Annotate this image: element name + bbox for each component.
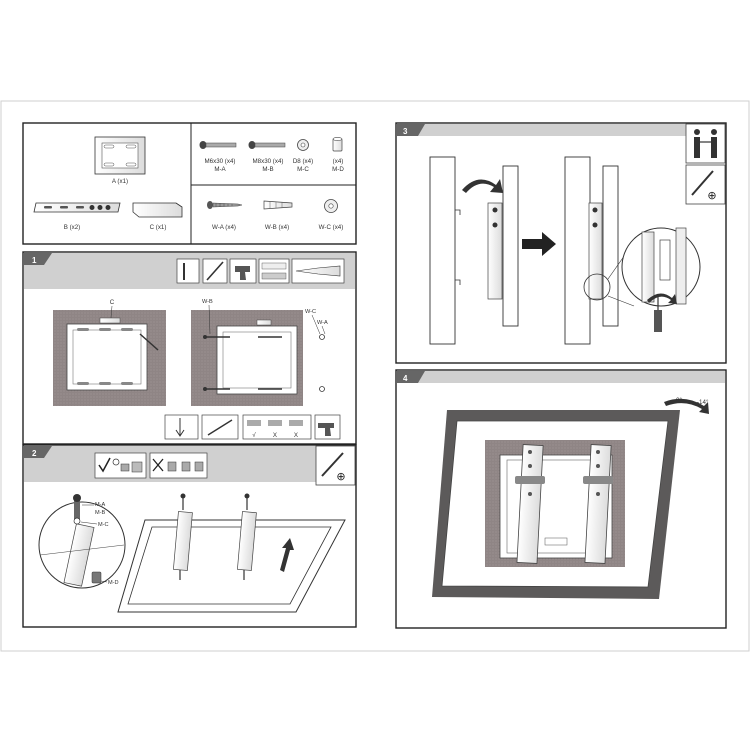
step-1-wall-marking (53, 310, 166, 406)
step-3-badge (397, 124, 425, 136)
up-arrow-icon (280, 538, 294, 572)
step-1-tip-icons: √ X X (164, 414, 341, 440)
lag-bolt-w-a (207, 201, 243, 209)
step-3-before-hang (429, 156, 519, 345)
drill-icon (318, 423, 334, 436)
step-1-tool-icons (176, 258, 345, 284)
step-2-label-mc: M-C (98, 522, 109, 528)
step-2-label-mb: M-B (95, 510, 106, 516)
document-border (0, 100, 750, 652)
step-1-label-c: C (110, 299, 115, 306)
washer-m-c-size: D8 (x4) (293, 158, 313, 165)
tip-cross-mark-1: X (273, 432, 277, 439)
step-1-number: 1 (32, 256, 37, 265)
wall-anchor-w-b (263, 200, 293, 210)
part-b-vertical-arm (33, 202, 121, 213)
step-3-number: 3 (403, 127, 408, 136)
phillips-symbol: ⊕ (336, 470, 345, 483)
washer-w-c (324, 199, 338, 213)
part-c-spirit-level (132, 202, 183, 218)
step-2-badge (24, 446, 52, 458)
drill-icon (235, 266, 250, 280)
step-2-label-ma: M-A (95, 502, 106, 508)
screw-m-b (248, 141, 286, 149)
part-c-label: C (x1) (150, 224, 167, 231)
spacer-m-d-code: M-D (332, 166, 344, 173)
step-4-number: 4 (403, 374, 408, 383)
wall-anchor-w-b-label: W-B (x4) (265, 224, 289, 231)
screw-m-a (199, 141, 237, 149)
step-2-number: 2 (32, 449, 37, 458)
step-2-label-md: M-D (108, 580, 119, 586)
washer-m-c (297, 139, 309, 151)
rotate-arrow-icon (462, 179, 503, 193)
two-people-icon (694, 129, 717, 158)
screw-m-b-code: M-B (262, 166, 273, 173)
step-1-badge (24, 253, 52, 265)
tip-check-mark: √ (252, 432, 256, 439)
part-b-label: B (x2) (64, 224, 81, 231)
step-2-tv-back (117, 493, 346, 613)
checkmark-icon (98, 457, 111, 473)
spacer-m-d (332, 137, 343, 152)
screwdriver-icon (691, 170, 714, 196)
tip-cross-mark-2: X (294, 432, 298, 439)
right-arrow-icon (522, 232, 556, 256)
spacer-m-d-qty: (x4) (333, 158, 344, 165)
screwdriver-icon (321, 452, 344, 477)
anchor-insert-icon (295, 265, 341, 277)
cross-icon (152, 458, 164, 472)
washer-m-c-code: M-C (297, 166, 309, 173)
pencil-icon (206, 261, 224, 281)
screw-m-b-size: M8x30 (x4) (253, 158, 284, 165)
screw-m-a-size: M6x30 (x4) (205, 158, 236, 165)
screw-m-a-code: M-A (214, 166, 226, 173)
step-1-panel: 1 C (22, 251, 357, 445)
part-a-wall-plate (94, 136, 146, 175)
step-4-panel: 4 0° -14° (395, 369, 727, 629)
step-3-after-hang (564, 156, 619, 345)
lag-bolt-w-a-label: W-A (x4) (212, 224, 236, 231)
parts-list-panel: A (x1) B (x2) C (x1) M6x30 (x4) M-A (22, 122, 357, 245)
washer-w-c-label: W-C (x4) (319, 224, 344, 231)
step-1-label-wb: W-B (202, 299, 213, 305)
tilt-max-label: -14° (697, 399, 709, 406)
tilt-arrow-icon (664, 398, 709, 414)
step-1-label-wa: W-A (317, 320, 328, 326)
step-4-badge (397, 371, 425, 383)
step-2-detail-zoom (38, 494, 126, 589)
step-4-tv-mounted (432, 410, 680, 599)
step-2-panel: 2 ⊕ M-A M-B M-C M-D (22, 444, 357, 628)
step-3-detail-zoom (607, 227, 701, 332)
part-a-label: A (x1) (112, 178, 128, 185)
phillips-symbol: ⊕ (707, 189, 716, 202)
step-1-label-wc: W-C (305, 309, 316, 315)
step-3-panel: 3 ⊕ (395, 122, 727, 364)
